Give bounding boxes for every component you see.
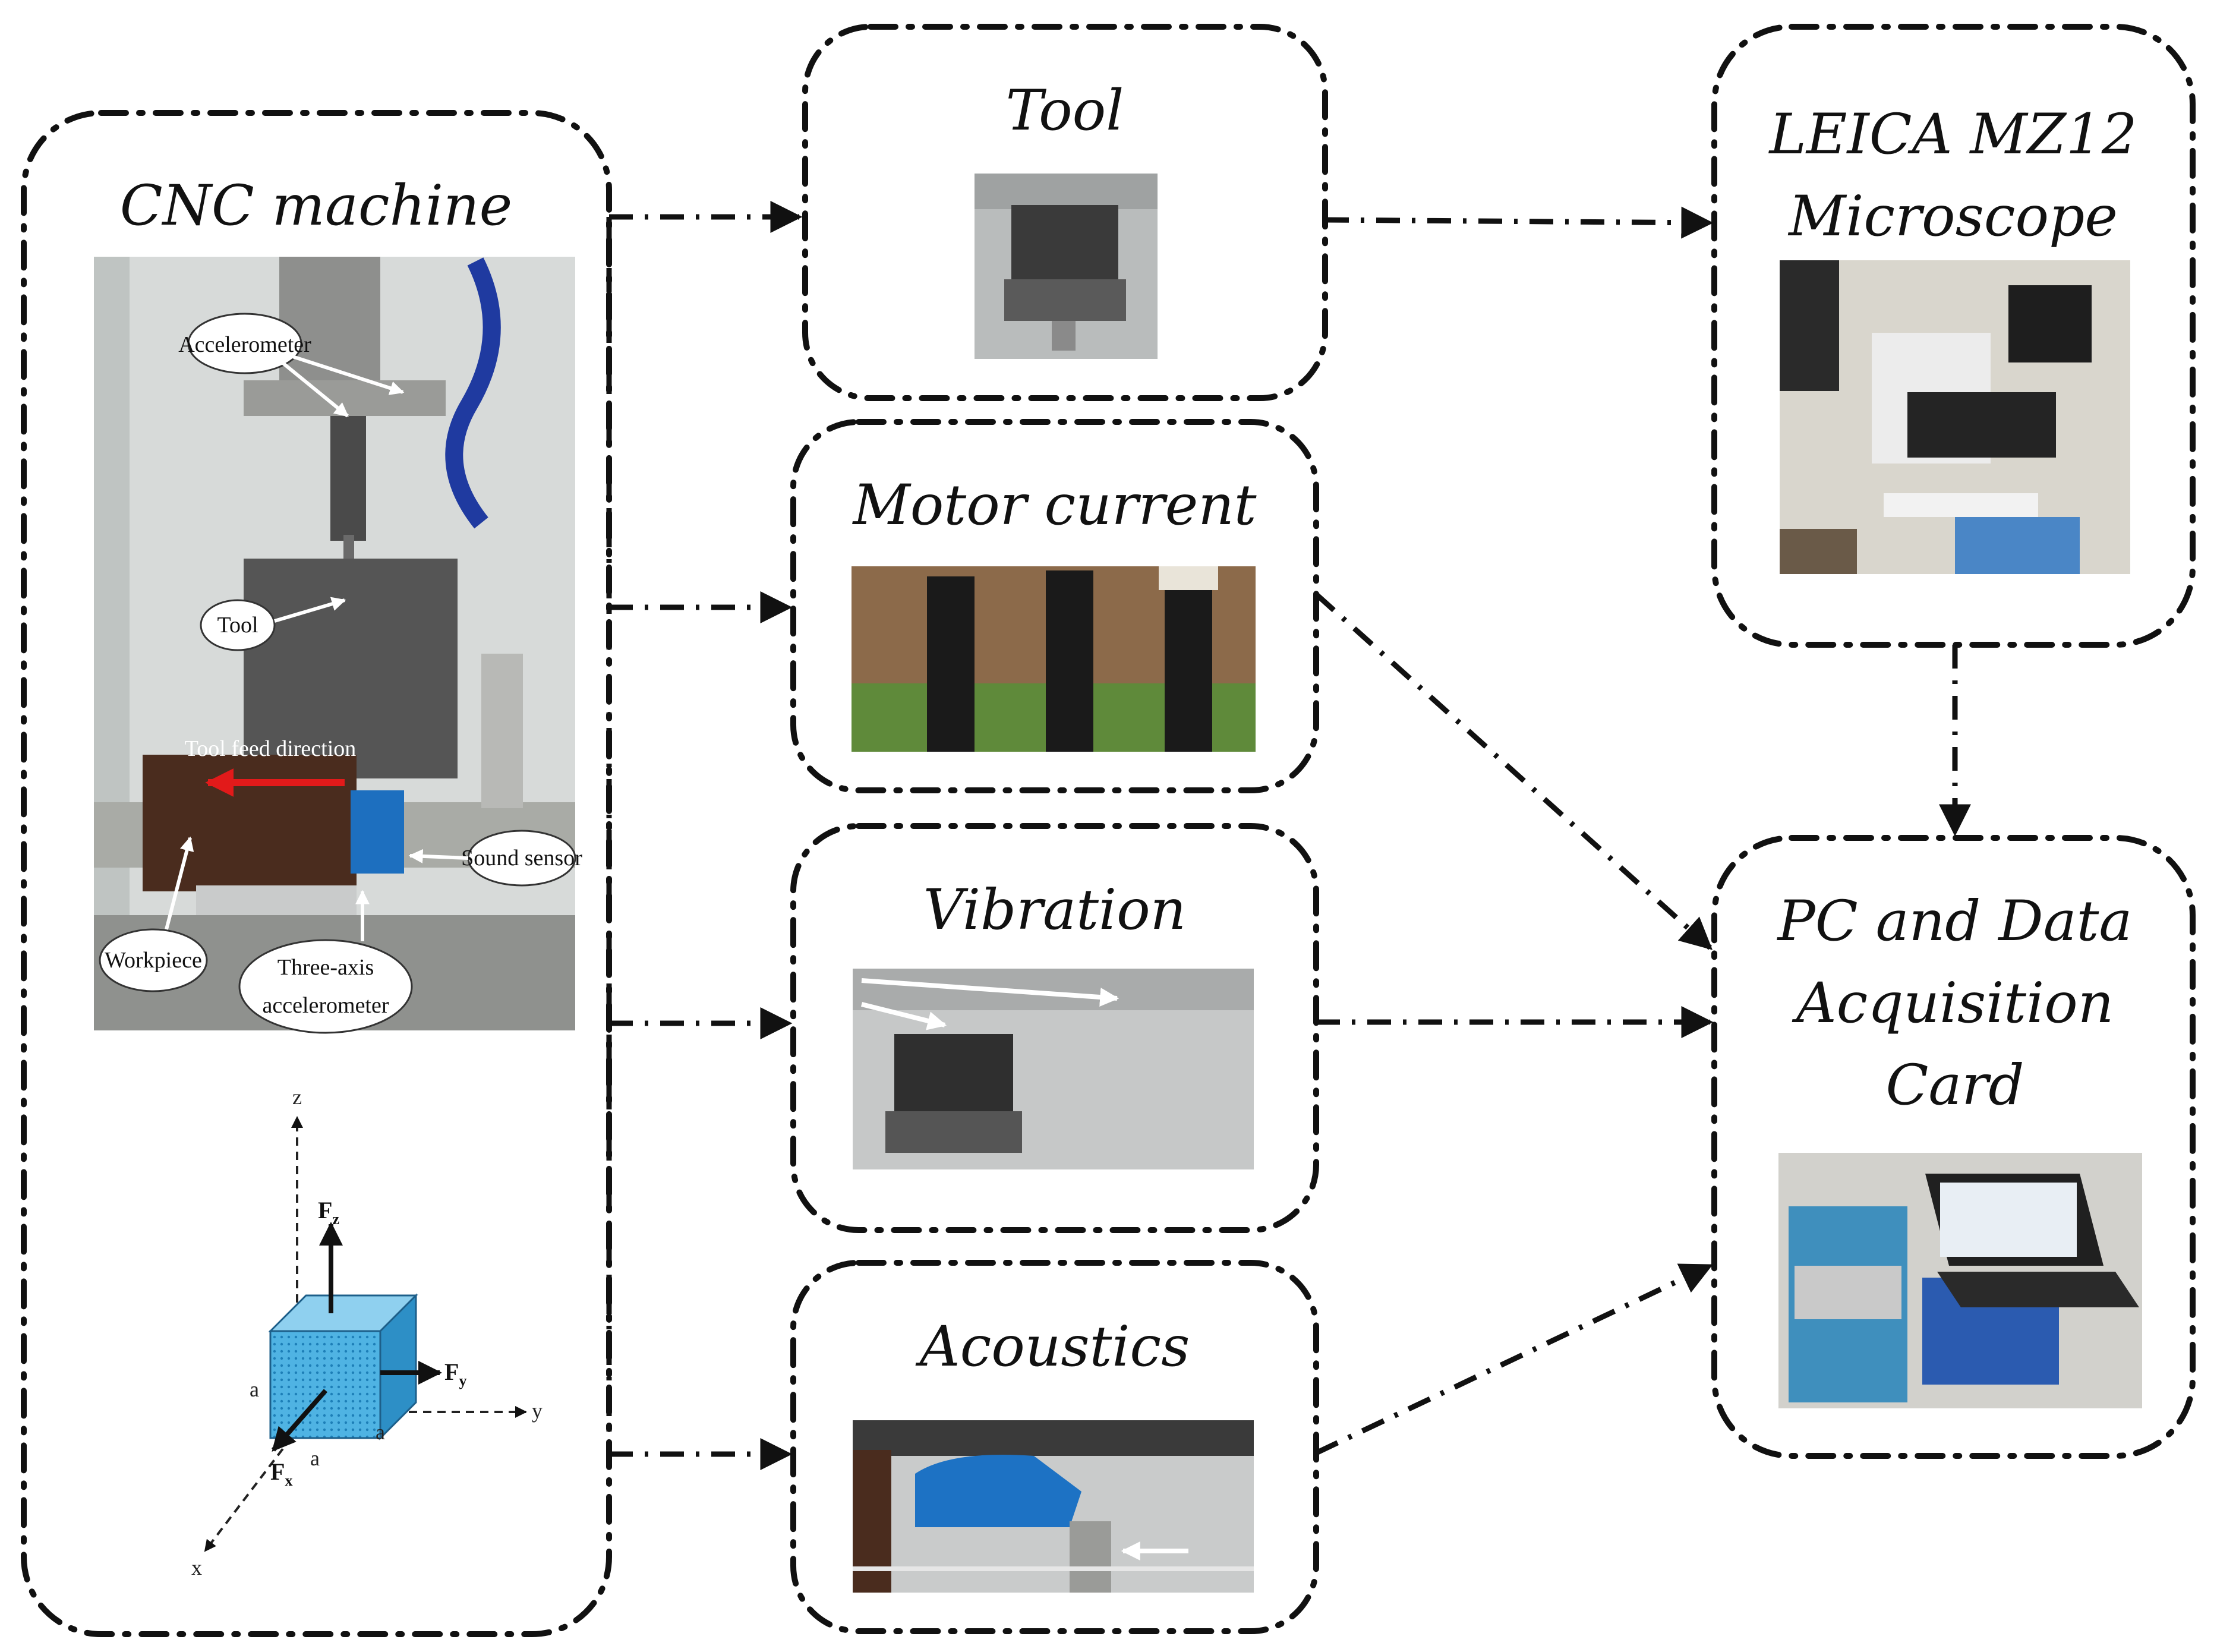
force-label-fy: Fy bbox=[444, 1358, 466, 1389]
edge-label-a-bottom: a bbox=[310, 1446, 320, 1470]
pc-daq-border bbox=[1711, 835, 2196, 1459]
vibration-title: Vibration bbox=[923, 878, 1186, 942]
acoustics-photo bbox=[853, 1420, 1254, 1593]
pc-daq-title-line3: Card bbox=[1885, 1053, 2024, 1118]
cnc-machine-node: CNC machine Accelerometer Tool bbox=[21, 110, 612, 1637]
photo-label-sound-sensor: Sound sensor bbox=[461, 846, 582, 871]
microscope-photo bbox=[1780, 260, 2130, 574]
photo-label-three-axis: Three-axis bbox=[277, 955, 374, 980]
motor-current-node: Motor current bbox=[790, 419, 1319, 793]
tool-title: Tool bbox=[1006, 78, 1124, 143]
pc-daq-title-line2: Acquisition bbox=[1792, 971, 2114, 1036]
motor-current-photo bbox=[852, 566, 1256, 752]
acoustics-title: Acoustics bbox=[915, 1314, 1190, 1379]
photo-label-accelerometer: Accelerometer bbox=[178, 332, 311, 357]
microscope-title-line2: Microscope bbox=[1787, 184, 2118, 249]
axis-label-z: z bbox=[292, 1085, 302, 1109]
photo-label-feed-direction: Tool feed direction bbox=[185, 736, 357, 761]
cnc-machine-title: CNC machine bbox=[120, 174, 513, 238]
vibration-node: Vibration bbox=[790, 823, 1319, 1233]
pc-daq-title-line1: PC and Data bbox=[1777, 889, 2133, 954]
motor-current-title: Motor current bbox=[852, 473, 1256, 538]
pc-daq-photo bbox=[1778, 1153, 2142, 1408]
edge-label-a-right: a bbox=[376, 1420, 385, 1444]
force-coordinate-diagram: z y x Fz Fy Fx a a a bbox=[191, 1085, 543, 1580]
microscope-node: LEICA MZ12 Microscope bbox=[1711, 24, 2196, 648]
cnc-machine-border bbox=[21, 110, 612, 1637]
tool-border bbox=[802, 24, 1328, 401]
axis-label-x: x bbox=[191, 1556, 202, 1580]
arrow-motor-to-pc bbox=[1314, 592, 1713, 950]
flow-arrows bbox=[606, 201, 1971, 1470]
motor-current-border bbox=[790, 419, 1319, 793]
tool-node: Tool bbox=[802, 24, 1328, 401]
arrow-tool-to-microscope bbox=[1324, 206, 1714, 239]
pc-daq-node: PC and Data Acquisition Card bbox=[1711, 835, 2196, 1459]
arrow-acoustics-to-pc bbox=[1315, 1263, 1713, 1456]
microscope-title-line1: LEICA MZ12 bbox=[1768, 102, 2137, 167]
acoustics-node: Acoustics bbox=[790, 1260, 1319, 1634]
force-label-fx: Fx bbox=[270, 1458, 292, 1489]
axis-label-y: y bbox=[532, 1399, 543, 1423]
vibration-border bbox=[790, 823, 1319, 1233]
photo-label-workpiece: Workpiece bbox=[105, 948, 202, 973]
edge-label-a-left: a bbox=[250, 1377, 259, 1401]
photo-label-accelerometer-2: accelerometer bbox=[262, 993, 389, 1018]
vibration-photo bbox=[853, 969, 1254, 1169]
force-label-fz: Fz bbox=[318, 1197, 339, 1228]
tool-photo bbox=[975, 174, 1158, 359]
acoustics-border bbox=[790, 1260, 1319, 1634]
photo-label-tool: Tool bbox=[217, 613, 258, 638]
cube-element bbox=[268, 1293, 418, 1440]
cnc-machine-photo: Accelerometer Tool Tool feed direction S… bbox=[94, 257, 582, 1034]
